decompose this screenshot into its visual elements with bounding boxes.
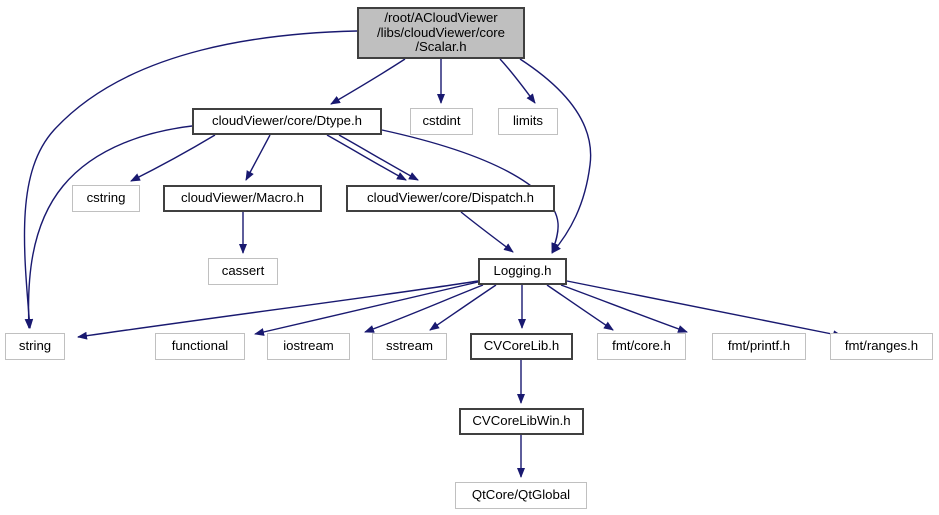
graph-node-label: cassert (221, 263, 265, 279)
graph-node-cstdint[interactable]: cstdint (410, 108, 473, 135)
edge-dtype-to-dispatch2 (338, 134, 419, 181)
graph-node-cassert[interactable]: cassert (208, 258, 278, 285)
edge-dispatch-to-logging (460, 211, 514, 253)
graph-node-iostream[interactable]: iostream (267, 333, 350, 360)
edge-scalar-to-dtype (330, 58, 406, 105)
graph-node-sstream[interactable]: sstream (372, 333, 447, 360)
graph-node-label: limits (512, 113, 544, 129)
graph-node-fmtprintf[interactable]: fmt/printf.h (712, 333, 806, 360)
graph-node-label: /root/ACloudViewer /libs/cloudViewer/cor… (376, 10, 506, 55)
graph-node-cstring[interactable]: cstring (72, 185, 140, 212)
graph-node-functional[interactable]: functional (155, 333, 245, 360)
edge-logging-to-sstream (429, 284, 497, 331)
edge-logging-to-iostream (364, 284, 484, 333)
graph-node-label: cloudViewer/core/Dispatch.h (367, 190, 534, 206)
graph-node-label: iostream (283, 338, 334, 354)
graph-node-label: cstring (86, 190, 126, 206)
graph-node-fmtcore[interactable]: fmt/core.h (597, 333, 686, 360)
graph-node-label: Logging.h (493, 263, 552, 279)
graph-node-fmtranges[interactable]: fmt/ranges.h (830, 333, 933, 360)
edge-scalar-to-string (23, 30, 358, 329)
graph-node-logging[interactable]: Logging.h (478, 258, 567, 285)
edge-scalar-to-logging (519, 58, 592, 254)
graph-node-label: fmt/ranges.h (844, 338, 919, 354)
graph-node-label: CVCoreLib.h (483, 338, 560, 354)
edge-dtype-to-macro (245, 134, 271, 181)
edge-logging-to-fmtranges (566, 280, 843, 339)
graph-node-qtglobal[interactable]: QtCore/QtGlobal (455, 482, 587, 509)
graph-node-dispatch[interactable]: cloudViewer/core/Dispatch.h (346, 185, 555, 212)
edge-dtype-to-string (24, 125, 193, 329)
graph-node-dtype[interactable]: cloudViewer/core/Dtype.h (192, 108, 382, 135)
edge-logging-to-string (77, 280, 479, 340)
graph-node-cvcorelibwin[interactable]: CVCoreLibWin.h (459, 408, 584, 435)
graph-node-macro[interactable]: cloudViewer/Macro.h (163, 185, 322, 212)
edge-dtype-to-dispatch (326, 134, 407, 181)
graph-node-label: functional (171, 338, 229, 354)
edge-scalar-to-limits (499, 58, 536, 104)
graph-node-limits[interactable]: limits (498, 108, 558, 135)
graph-node-label: CVCoreLibWin.h (472, 413, 571, 429)
graph-node-label: cstdint (422, 113, 461, 129)
graph-node-label: cloudViewer/core/Dtype.h (211, 113, 363, 129)
dependency-edges (23, 30, 843, 478)
graph-node-label: sstream (386, 338, 433, 354)
graph-node-label: fmt/core.h (612, 338, 671, 354)
edge-dtype-to-cstring (130, 134, 216, 182)
graph-node-string[interactable]: string (5, 333, 65, 360)
edge-logging-to-fmtcore (546, 284, 614, 331)
edge-logging-to-fmtprintf (560, 284, 688, 333)
graph-node-cvcorelib[interactable]: CVCoreLib.h (470, 333, 573, 360)
graph-node-scalar[interactable]: /root/ACloudViewer /libs/cloudViewer/cor… (357, 7, 525, 59)
graph-node-label: QtCore/QtGlobal (471, 487, 571, 503)
graph-node-label: cloudViewer/Macro.h (181, 190, 304, 206)
graph-node-label: fmt/printf.h (727, 338, 791, 354)
edge-logging-to-functional (254, 281, 479, 336)
graph-node-label: string (18, 338, 52, 354)
